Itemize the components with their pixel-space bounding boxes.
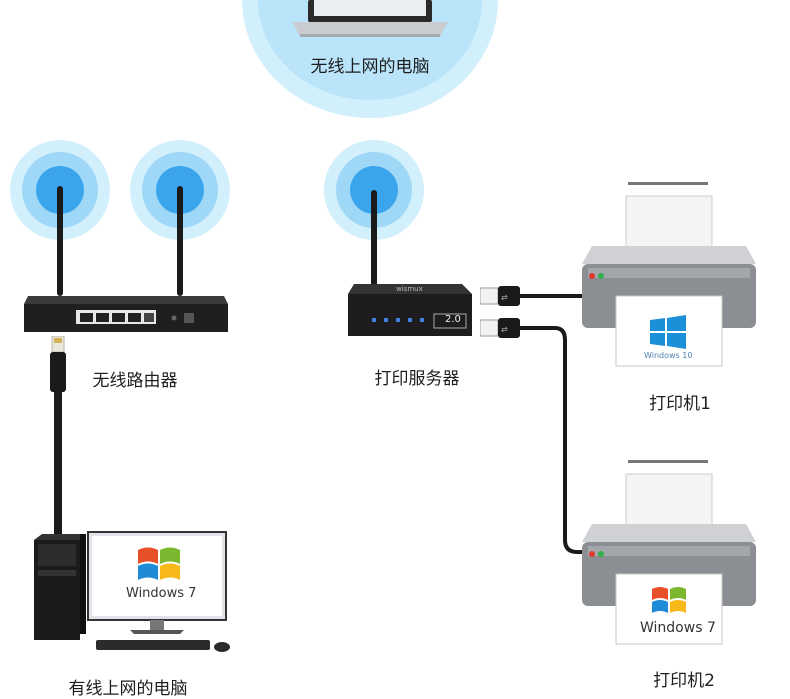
rj45-plug-icon [50, 336, 66, 392]
usb-cable-printer2 [520, 326, 588, 554]
printer2-os-label: Windows 7 [640, 620, 716, 636]
wired-desktop-pc: Windows 7 [30, 530, 240, 660]
printer2-label: 打印机2 [653, 671, 715, 691]
windows-10-logo-icon [650, 315, 686, 349]
print-server: wismux 2.0 [322, 138, 482, 338]
svg-text:⇄: ⇄ [501, 325, 508, 334]
usb-badge: 2.0 [445, 314, 461, 325]
usb-plug-icon: ⇄ ⇄ [480, 286, 520, 338]
antenna-left [57, 186, 63, 296]
ethernet-ports [76, 310, 156, 324]
antenna-right [177, 186, 183, 296]
svg-text:⇄: ⇄ [501, 293, 508, 302]
wifi-halo-icon [242, 0, 498, 118]
desktop-os-label: Windows 7 [126, 586, 197, 601]
printer1-label: 打印机1 [649, 394, 711, 414]
wireless-pc-label: 无线上网的电脑 [310, 57, 430, 77]
printer-2: Windows 7 [578, 460, 760, 650]
print-server-label: 打印服务器 [374, 369, 460, 389]
windows-7-logo-icon [138, 547, 180, 580]
router-label: 无线路由器 [92, 371, 178, 391]
windows-7-logo-icon [652, 587, 686, 613]
wired-pc-label: 有线上网的电脑 [68, 679, 188, 699]
print-server-brand: wismux [396, 285, 423, 293]
printer1-os-label: Windows 10 [644, 351, 693, 360]
wireless-laptop: 无线上网的电脑 [242, 0, 498, 118]
wireless-router [10, 138, 240, 338]
printer-1: Windows 10 [578, 182, 760, 372]
wifi-signal-icon [10, 140, 230, 240]
